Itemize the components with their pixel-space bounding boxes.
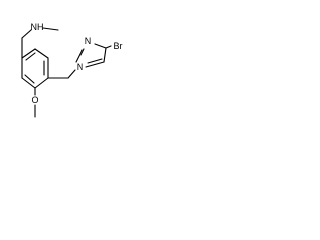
chemical-structure: NH N N Br O — [21, 22, 123, 118]
br-bond — [105, 45, 112, 49]
ring-double-bond — [24, 74, 35, 84]
ring-bond — [21, 48, 36, 59]
ring-bond — [34, 48, 49, 59]
atom-br-label: Br — [114, 41, 123, 51]
pyrazole-bond — [85, 61, 105, 68]
ring-double-bond — [25, 52, 36, 61]
atom-nh-label: NH — [31, 22, 44, 32]
chain-bond — [42, 27, 59, 31]
atom-o-label: O — [31, 95, 38, 105]
pyrazole-bond — [87, 58, 103, 64]
chain-bond — [21, 29, 32, 39]
pyrazole-bond — [75, 49, 83, 63]
pyrazole-bond — [103, 47, 107, 63]
chain-bond — [67, 69, 76, 79]
ring-bond — [34, 77, 49, 89]
pyrazole-bond — [94, 43, 107, 49]
atom-n-pyrazole-2-label: N — [77, 62, 84, 72]
pyrazole-bond — [80, 48, 85, 56]
ring-bond — [21, 77, 36, 89]
atom-n-pyrazole-1-label: N — [85, 36, 92, 46]
